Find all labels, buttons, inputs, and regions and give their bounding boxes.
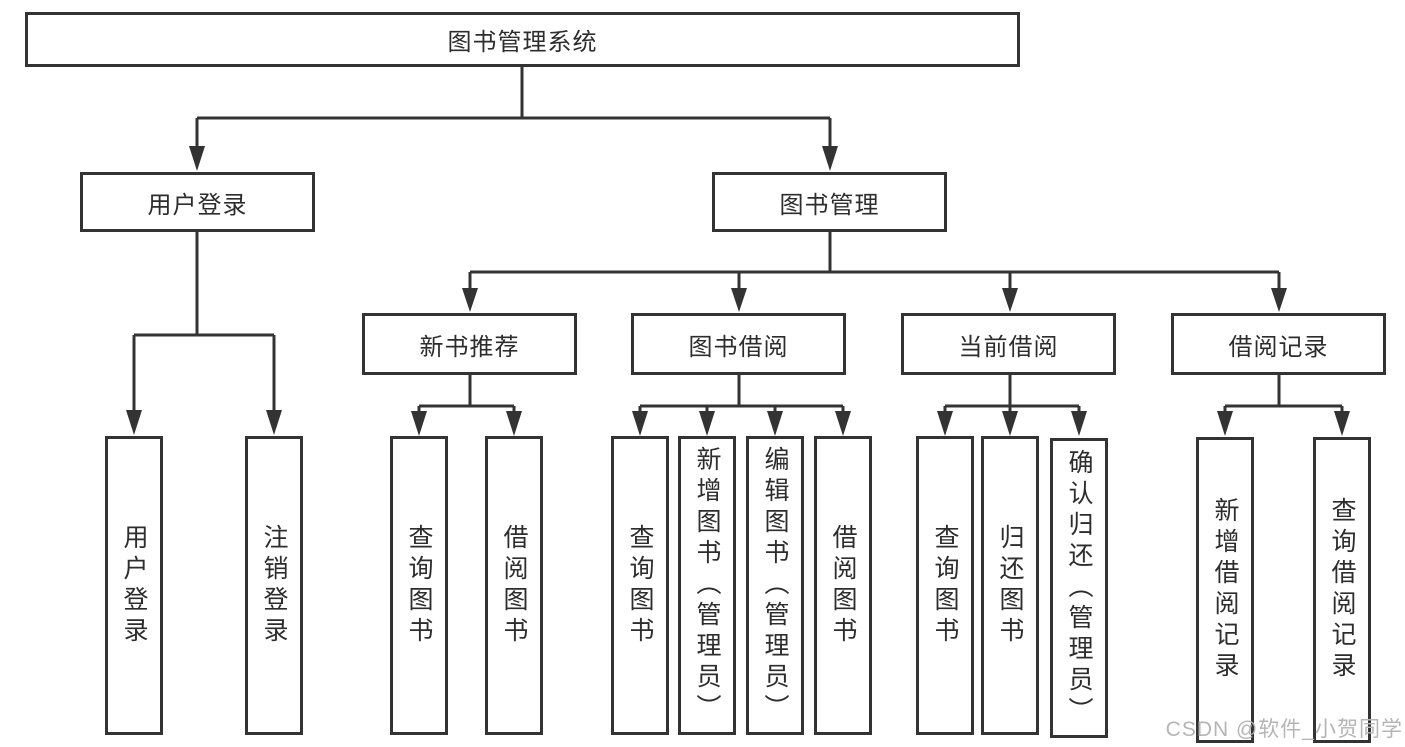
arrow-down-icon: [411, 411, 427, 436]
arrow-down-icon: [767, 411, 783, 436]
node-borrow-books-recommend: 借阅图书: [485, 436, 543, 735]
node-add-borrow-record: 新增借阅记录: [1196, 437, 1254, 743]
node-query-books-current: 查询图书: [916, 436, 974, 735]
node-book-borrow: 图书借阅: [631, 313, 846, 375]
connector-new-book-recommend-branch: [411, 375, 522, 436]
arrow-down-icon: [1217, 411, 1233, 436]
connector-book-borrow-branch: [632, 375, 851, 436]
arrow-down-icon: [937, 411, 953, 436]
arrow-down-icon: [731, 288, 747, 312]
node-book-management: 图书管理: [712, 172, 947, 232]
arrow-down-icon: [1071, 411, 1087, 436]
arrow-down-icon: [266, 410, 282, 435]
arrow-down-icon: [1271, 288, 1287, 312]
arrow-down-icon: [1002, 288, 1018, 312]
connector-book-management-branch: [462, 232, 1287, 312]
connector-borrow-records-branch: [1217, 375, 1350, 436]
arrow-down-icon: [632, 411, 648, 436]
connector-root-to-level2: [189, 67, 838, 171]
node-current-borrow: 当前借阅: [901, 313, 1116, 375]
node-user-login-item: 用户登录: [105, 436, 163, 735]
arrow-down-icon: [699, 411, 715, 436]
node-query-books-recommend: 查询图书: [390, 436, 448, 735]
node-add-books-admin: 新增图书（管理员）: [678, 436, 736, 735]
node-query-books-borrow: 查询图书: [611, 436, 669, 735]
node-user-login: 用户登录: [80, 172, 315, 232]
arrow-down-icon: [506, 411, 522, 436]
node-return-books: 归还图书: [981, 436, 1039, 735]
node-borrow-records: 借阅记录: [1171, 313, 1386, 375]
arrow-down-icon: [462, 288, 478, 312]
arrow-down-icon: [126, 410, 142, 435]
arrow-down-icon: [189, 146, 205, 171]
connector-user-login-branch: [126, 232, 282, 435]
node-logout-item: 注销登录: [245, 436, 303, 735]
watermark: CSDN @软件_小贺同学: [1165, 718, 1403, 741]
arrow-down-icon: [1334, 411, 1350, 436]
node-query-borrow-record: 查询借阅记录: [1313, 437, 1371, 743]
node-library-management-system: 图书管理系统: [25, 12, 1020, 67]
arrow-down-icon: [822, 146, 838, 171]
node-borrow-books-item: 借阅图书: [814, 436, 872, 735]
connector-current-borrow-branch: [937, 375, 1087, 436]
arrow-down-icon: [835, 411, 851, 436]
node-edit-books-admin: 编辑图书（管理员）: [746, 436, 804, 735]
node-confirm-return-admin: 确认归还（管理员）: [1050, 438, 1108, 738]
node-new-book-recommend: 新书推荐: [362, 313, 577, 375]
arrow-down-icon: [1002, 411, 1018, 436]
